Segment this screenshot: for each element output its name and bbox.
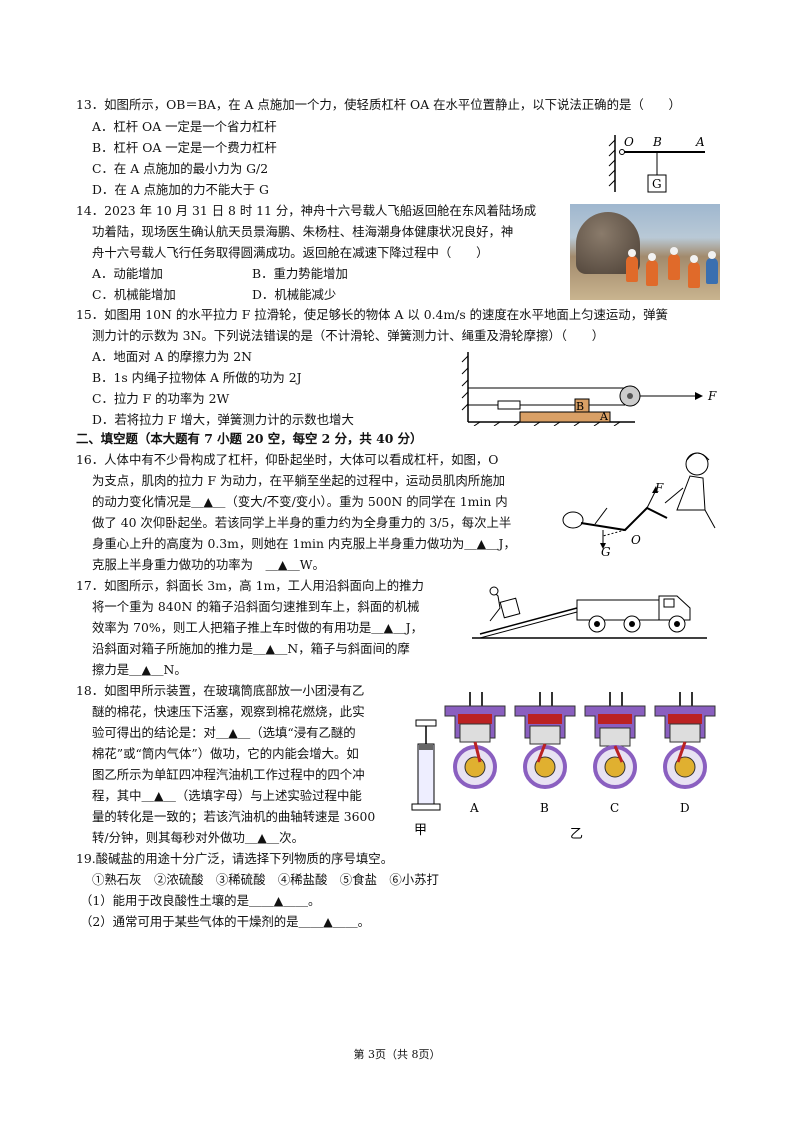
q13-option-a: A．杠杆 OA 一定是一个省力杠杆 bbox=[92, 119, 277, 134]
label-g: G bbox=[652, 177, 662, 191]
label-o: O bbox=[624, 135, 634, 149]
lever-figure: O B A G bbox=[608, 135, 705, 193]
q14-line-3: 舟十六号载人飞行任务取得圆满成功。返回舱在减速下降过程中（ ） bbox=[92, 245, 489, 260]
q14-option-d: D．机械能减少 bbox=[252, 287, 337, 302]
q17-line-5: 擦力是＿▲＿N。 bbox=[92, 662, 187, 677]
engine-d bbox=[654, 692, 716, 789]
q17-line-4: 沿斜面对箱子所施加的推力是＿▲＿N，箱子与斜面间的摩 bbox=[92, 641, 410, 656]
q19-stem: 19.酸碱盐的用途十分广泛，请选择下列物质的序号填空。 bbox=[76, 851, 394, 866]
q14-line-2: 功着陆，现场医生确认航天员景海鹏、朱杨柱、桂海潮身体健康状况良好，神 bbox=[92, 224, 514, 239]
astronaut-photo bbox=[570, 204, 720, 300]
q15-option-a: A．地面对 A 的摩擦力为 2N bbox=[92, 349, 252, 364]
incline-truck-figure bbox=[472, 586, 707, 639]
q15-line-1: 15．如图用 10N 的水平拉力 F 拉滑轮，使足够长的物体 A 以 0.4m/… bbox=[76, 307, 668, 322]
label-o: O bbox=[631, 533, 641, 547]
q14-line-1: 14．2023 年 10 月 31 日 8 时 11 分，神舟十六号载人飞船返回… bbox=[76, 203, 537, 218]
section-2-heading: 二、填空题（本大题有 7 小题 20 空，每空 2 分，共 40 分） bbox=[76, 431, 423, 446]
q18-line-2: 醚的棉花，快速压下活塞，观察到棉花燃烧，此实 bbox=[92, 704, 365, 719]
q18-line-3: 验可得出的结论是：对＿▲＿（选填“浸有乙醚的 bbox=[92, 725, 356, 740]
q16-line-3: 的动力变化情况是＿▲＿（变大/不变/变小）。重为 500N 的同学在 1min … bbox=[92, 494, 508, 509]
label-block-a: A bbox=[599, 410, 609, 423]
q13-option-d: D．在 A 点施加的力不能大于 G bbox=[92, 182, 269, 197]
engine-c bbox=[584, 692, 646, 789]
q14-option-b: B．重力势能增加 bbox=[252, 266, 348, 281]
engine-label-b: B bbox=[540, 801, 549, 815]
q19-items: ①熟石灰 ②浓硫酸 ③稀硫酸 ④稀盐酸 ⑤食盐 ⑥小苏打 bbox=[92, 872, 439, 887]
q16-line-6: 克服上半身重力做功的功率为 ＿▲＿W。 bbox=[92, 557, 325, 572]
engine-label-c: C bbox=[610, 801, 619, 815]
label-block-b: B bbox=[576, 400, 584, 413]
label-yi: 乙 bbox=[570, 827, 583, 842]
label-g: G bbox=[601, 545, 611, 558]
q18-line-7: 量的转化是一致的；若该汽油机的曲轴转速是 3600 bbox=[92, 809, 376, 824]
q16-line-1: 16．人体中有不少骨构成了杠杆，仰卧起坐时，大体可以看成杠杆，如图，O bbox=[76, 452, 499, 467]
label-b: B bbox=[652, 135, 662, 149]
label-force-f: F bbox=[707, 389, 717, 403]
engine-a bbox=[444, 692, 506, 789]
label-jia: 甲 bbox=[414, 823, 427, 838]
q13-stem: 13．如图所示，OB＝BA，在 A 点施加一个力，使轻质杠杆 OA 在水平位置静… bbox=[76, 97, 681, 112]
q16-line-2: 为支点，肌肉的拉力 F 为动力，在平躺至坐起的过程中，运动员肌肉所施加 bbox=[92, 473, 505, 488]
q16-line-5: 身重心上升的高度为 0.3m，则她在 1min 内克服上半身重力做功为＿▲＿J， bbox=[92, 536, 516, 551]
q17-line-2: 将一个重为 840N 的箱子沿斜面匀速推到车上，斜面的机械 bbox=[92, 599, 420, 614]
engine-figure: 甲 A B C bbox=[411, 692, 716, 842]
pulley-figure: B A F bbox=[461, 352, 717, 426]
q13-option-b: B．杠杆 OA 一定是一个费力杠杆 bbox=[92, 140, 277, 155]
engine-label-d: D bbox=[680, 801, 690, 815]
q16-line-4: 做了 40 次仰卧起坐。若该同学上半身的重力约为全身重力的 3/5，每次上半 bbox=[92, 515, 512, 530]
q17-line-3: 效率为 70%，则工人把箱子推上车时做的有用功是＿▲＿J， bbox=[92, 620, 423, 635]
q14-option-c: C．机械能增加 bbox=[92, 287, 176, 302]
q14-option-a: A．动能增加 bbox=[92, 266, 163, 281]
label-f: F bbox=[654, 481, 664, 495]
page-footer: 第 3页（共 8页） bbox=[353, 1048, 441, 1061]
q13-option-c: C．在 A 点施加的最小力为 G/2 bbox=[92, 161, 269, 176]
q18-line-6: 程，其中＿▲＿（选填字母）与上述实验过程中能 bbox=[92, 788, 362, 803]
situp-figure: F G O bbox=[562, 452, 716, 558]
q15-option-c: C．拉力 F 的功率为 2W bbox=[92, 391, 230, 406]
q15-option-d: D．若将拉力 F 增大，弹簧测力计的示数也增大 bbox=[92, 412, 354, 427]
label-a: A bbox=[695, 135, 705, 149]
q19-sub-1: （1）能用于改良酸性土壤的是＿＿▲＿＿。 bbox=[80, 893, 321, 908]
q19-sub-2: （2）通常可用于某些气体的干燥剂的是＿＿▲＿＿。 bbox=[80, 914, 371, 929]
q18-line-1: 18．如图甲所示装置，在玻璃筒底部放一小团浸有乙 bbox=[76, 683, 365, 698]
q15-option-b: B．1s 内绳子拉物体 A 所做的功为 2J bbox=[92, 370, 302, 385]
engine-b bbox=[514, 692, 576, 789]
q18-line-4: 棉花”或“筒内气体”）做功，它的内能会增大。如 bbox=[92, 746, 359, 761]
q18-line-5: 图乙所示为单缸四冲程汽油机工作过程中的四个冲 bbox=[92, 767, 365, 782]
q15-line-2: 测力计的示数为 3N。下列说法错误的是（不计滑轮、弹簧测力计、绳重及滑轮摩擦）（… bbox=[92, 328, 605, 343]
q17-line-1: 17．如图所示，斜面长 3m，高 1m，工人用沿斜面向上的推力 bbox=[76, 578, 424, 593]
engine-label-a: A bbox=[469, 801, 479, 815]
q18-line-8: 转/分钟，则其每秒对外做功＿▲＿次。 bbox=[92, 830, 304, 845]
